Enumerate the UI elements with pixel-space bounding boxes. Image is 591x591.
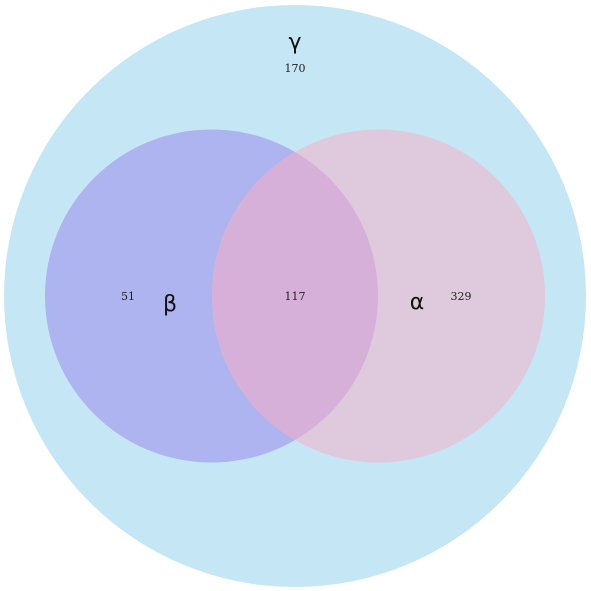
alpha-beta-overlap	[212, 129, 378, 463]
alpha-only-count: 329	[451, 290, 472, 303]
set-beta-label: β	[163, 292, 177, 317]
set-gamma-label: γ	[288, 30, 301, 55]
beta-only-count: 51	[121, 290, 135, 303]
alpha-beta-count: 117	[285, 290, 306, 303]
gamma-only-count: 170	[285, 62, 306, 75]
set-alpha-label: α	[410, 290, 425, 315]
